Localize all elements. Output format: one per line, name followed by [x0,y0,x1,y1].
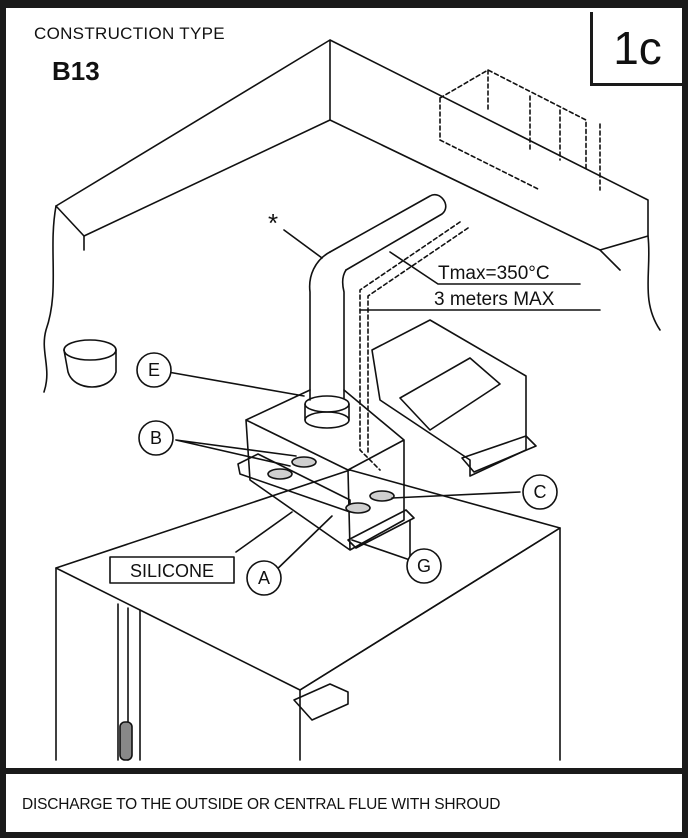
callout-g-circle [406,548,442,584]
appliance-hinge [293,683,349,721]
flue-pipe-collar-body [304,403,350,421]
adapter-ring-top [63,339,117,361]
left-wall-outline [43,205,57,393]
callout-b: B [150,428,162,448]
asterisk-mark: * [268,208,278,238]
dashed-chimney [439,69,601,191]
flue-pipe-collar [304,395,350,413]
callout-e-leader [167,371,305,397]
appliance-front-left [55,567,141,761]
asterisk-leader [283,229,323,259]
air-opening-c2 [369,490,395,502]
ceiling-outline [55,39,649,251]
air-opening-b2 [291,456,317,468]
silicone-label: SILICONE [130,561,214,581]
tmax-leader [389,251,581,285]
tmax-label: Tmax=350°C [438,263,550,284]
cutaway-inner [399,357,501,431]
cutaway-box [371,319,527,477]
callout-e-circle [136,352,172,388]
max-length-label: 3 meters MAX [434,289,555,310]
figure-caption: DISCHARGE TO THE OUTSIDE OR CENTRAL FLUE… [22,796,501,813]
callout-c: C [534,482,547,502]
callout-c-circle [522,474,558,510]
callout-e: E [148,360,160,380]
flue-pipe-horizontal [329,193,447,271]
callout-g: G [417,556,431,576]
air-opening-b1 [267,468,293,480]
construction-type-label: CONSTRUCTION TYPE [34,24,225,43]
callout-a: A [258,568,270,588]
air-opening-c1 [345,502,371,514]
silicone-leader [235,511,293,553]
shroud-box [245,389,405,551]
callout-a-circle [246,560,282,596]
figure-badge: 1c [590,12,682,86]
appliance-front-right [299,527,561,761]
ceiling-fold-line [599,249,621,271]
callout-c-leader [391,491,521,499]
dashed-flue-route [359,221,469,471]
caption-divider [6,768,682,774]
silicone-box [109,556,235,584]
cutaway-bracket [461,435,537,473]
flue-pipe-elbow [308,251,347,401]
right-wall-outline [647,235,661,331]
appliance-handle [119,721,133,761]
callout-b-circle [138,420,174,456]
callout-g-leader [351,519,411,561]
callout-b-leader [175,439,297,467]
construction-type-code: B13 [52,56,100,86]
callout-a-leader [269,515,333,577]
adapter-ring-body [63,349,117,388]
shroud-flange-right [347,509,415,549]
